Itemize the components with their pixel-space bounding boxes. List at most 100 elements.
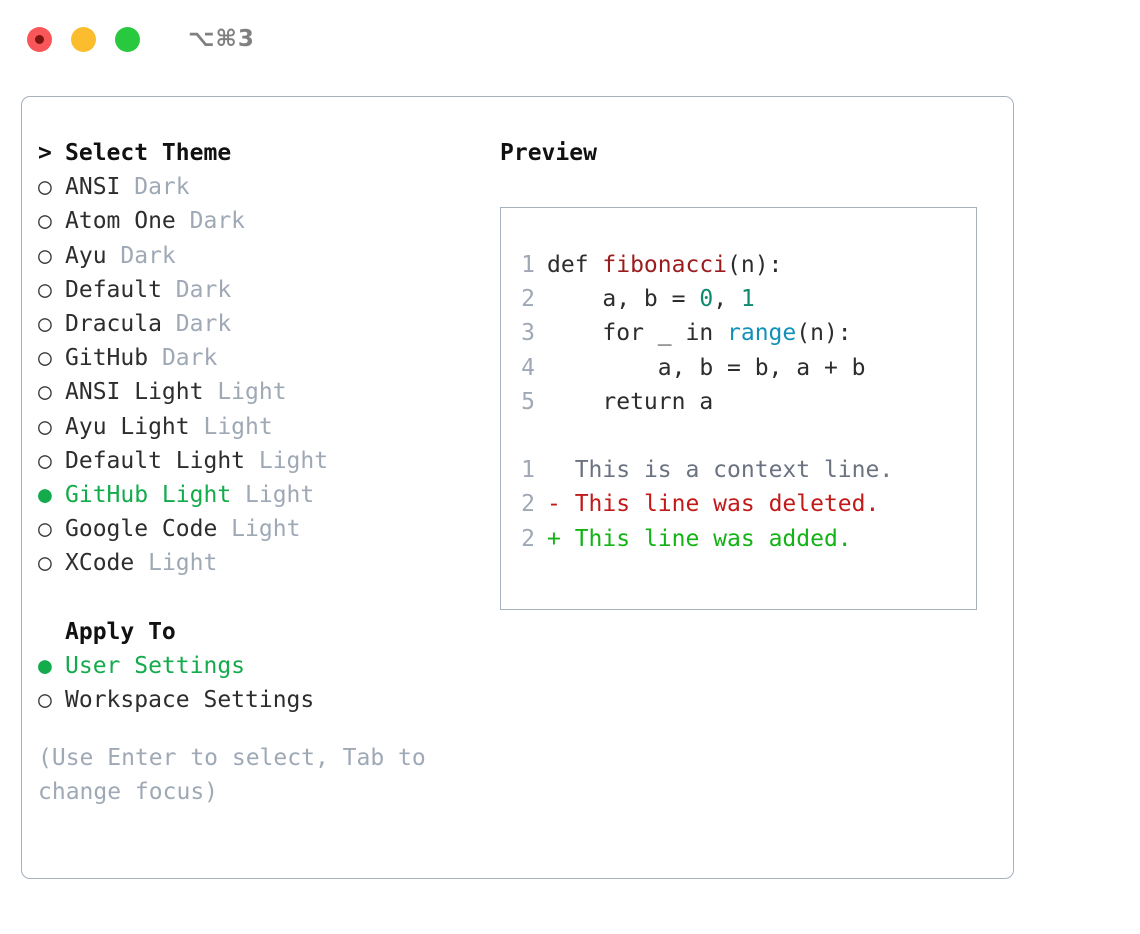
theme-option[interactable]: ○GitHub Dark [38,341,500,375]
theme-kind-badge: Light [231,481,315,508]
radio-unselected-icon: ○ [38,174,52,201]
code-line-text: for _ in range(n): [547,316,852,350]
diff-line-text: This is a context line. [574,457,894,484]
radio-unselected-icon: ○ [38,379,52,406]
line-number: 1 [521,457,535,484]
code-token: 0 [699,286,714,313]
line-number: 1 [521,252,535,278]
theme-list: ○ANSI Dark○Atom One Dark○Ayu Dark○Defaul… [38,170,500,580]
theme-option[interactable]: ○ Google Code Light [38,512,500,546]
radio-unselected-icon: ○ [38,687,52,713]
apply-to-options: ●User Settings ○ Workspace Settings [38,649,500,717]
diff-marker [547,453,575,487]
select-theme-header: >Select Theme [38,136,500,170]
theme-kind-badge: Dark [161,276,232,303]
theme-name: ANSI Light [65,379,204,406]
line-number: 2 [521,286,535,313]
code-line: 1 def fibonacci(n): [501,248,976,282]
radio-unselected-icon: ○ [38,276,52,303]
diff-line: 2+ This line was added. [501,522,976,556]
theme-kind-badge: Light [217,516,301,543]
line-number: 2 [521,491,535,518]
code-line: 3 for _ in range(n): [501,316,976,350]
theme-kind-badge: Dark [148,345,218,372]
diff-line-text: This line was added. [574,525,852,552]
code-token: 1 [740,286,755,313]
line-number: 5 [521,388,535,415]
diff-marker: + [547,525,575,552]
line-number: 3 [521,320,535,347]
apply-to-option[interactable]: ●User Settings [38,649,500,683]
theme-option[interactable]: ○ Ayu Light Light [38,410,500,444]
radio-unselected-icon: ○ [38,208,52,235]
radio-unselected-icon: ○ [38,516,52,543]
code-token: for _ in [547,320,728,347]
theme-kind-badge: Light [245,447,329,474]
apply-to-header: ○Apply To [38,615,500,649]
theme-kind-badge: Dark [175,208,246,235]
close-button[interactable] [27,26,52,52]
theme-name: ANSI [65,174,121,201]
theme-name: Ayu [65,242,107,269]
list-spacer [38,580,500,614]
theme-option[interactable]: ○Ayu Dark [38,239,500,273]
radio-unselected-icon: ○ [38,413,52,440]
code-token: (n): [727,252,783,278]
diff-marker: - [547,491,575,518]
radio-unselected-icon: ○ [38,345,52,372]
code-token: a, b = b, a + b [547,354,866,381]
code-line-text: def fibonacci(n): [547,248,782,282]
code-diff-spacer [501,419,976,453]
code-token: (n): [796,320,852,347]
theme-name: Atom One [65,208,176,235]
radio-unselected-icon: ○ [38,447,52,474]
code-line-text: a, b = 0, 1 [547,282,755,316]
theme-option[interactable]: ○XCode Light [38,546,500,580]
theme-option[interactable]: ○Default Dark [38,273,500,307]
theme-name: GitHub Light [65,481,232,508]
code-token: a, b = [547,286,700,313]
theme-kind-badge: Light [203,379,287,406]
preview-title: Preview [500,140,597,166]
minimize-button[interactable] [71,26,96,52]
code-token: def [547,252,603,278]
select-theme-label: Select Theme [65,140,232,166]
diff-line-text: This line was deleted. [574,491,880,518]
window-title: ⌥⌘3 [188,26,255,52]
code-line: 2 a, b = 0, 1 [501,282,976,316]
theme-option[interactable]: ● GitHub Light Light [38,478,500,512]
code-token: range [727,320,797,347]
theme-option[interactable]: ○ ANSI Light Light [38,375,500,409]
diff-line: 2- This line was deleted. [501,487,976,521]
theme-name: Ayu Light [65,413,190,440]
keyboard-hint: (Use Enter to select, Tab to change focu… [38,745,440,806]
radio-selected-icon: ● [38,652,52,679]
code-token: return a [547,388,714,415]
theme-picker-column: >Select Theme ○ANSI Dark○Atom One Dark○A… [22,97,500,878]
apply-to-option[interactable]: ○ Workspace Settings [38,683,500,717]
apply-to-option-label: Workspace Settings [65,687,315,713]
traffic-light-group [27,26,140,52]
theme-kind-badge: Dark [120,174,190,201]
theme-option[interactable]: ○ Atom One Dark [38,204,500,238]
theme-name: XCode [65,550,135,577]
main-panel: >Select Theme ○ANSI Dark○Atom One Dark○A… [21,96,1014,879]
radio-unselected-icon: ○ [38,242,52,269]
zoom-button[interactable] [115,26,140,52]
apply-to-marker-spacer: ○ [38,615,65,649]
code-line: 5 return a [501,385,976,419]
diff-sample: 1 This is a context line. 2- This line wa… [501,453,976,556]
code-line-text: a, b = b, a + b [547,351,866,385]
theme-option[interactable]: ○Dracula Dark [38,307,500,341]
radio-unselected-icon: ○ [38,310,52,337]
theme-option[interactable]: ○ ANSI Dark [38,170,500,204]
radio-selected-icon: ● [38,481,52,508]
theme-option[interactable]: ○Default Light Light [38,444,500,478]
theme-name: Google Code [65,516,218,543]
theme-kind-badge: Light [189,413,273,440]
code-token: , [713,286,741,313]
